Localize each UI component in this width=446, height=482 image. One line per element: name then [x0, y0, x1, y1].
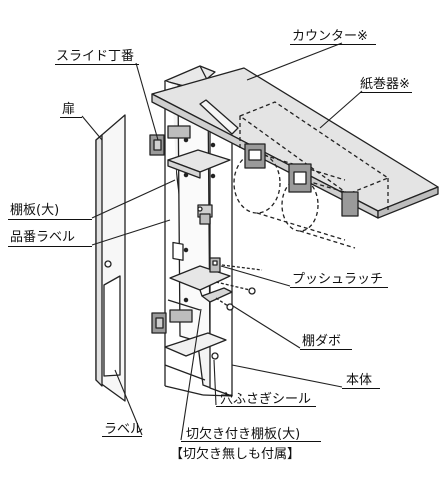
push-latch-underline [290, 287, 388, 288]
leader-lines [81, 42, 363, 441]
door-label: 扉 [62, 102, 76, 117]
part-number-label-label: 品番ラベル [10, 230, 76, 245]
shelf-large-drawing [167, 149, 231, 179]
hole-cover-seal-label: 穴ふさぎシール [220, 392, 312, 407]
notched-shelf-underline [181, 441, 321, 442]
part-number-label-underline [8, 246, 92, 247]
main-body-underline [342, 388, 380, 389]
shelf-large-underline [8, 219, 92, 220]
counter-underline [290, 44, 376, 45]
part-number-label-drawing [172, 241, 184, 261]
paper-holder-label: 紙巻器※ [360, 77, 410, 92]
slide-hinge-label: スライド丁番 [56, 49, 135, 64]
shelf-dowel-underline [300, 349, 352, 350]
shelf-dowel-drawing [215, 281, 256, 311]
paper-holder-drawing [233, 101, 389, 249]
push-latch-label: プッシュラッチ [292, 272, 384, 287]
push-latch-drawing [209, 257, 263, 273]
door-drawing [95, 114, 193, 402]
label-underline [102, 436, 142, 437]
main-body-label: 本体 [346, 373, 373, 388]
notched-shelf-label: 切欠き付き棚板(大) [186, 427, 301, 442]
door-underline [60, 117, 82, 118]
counter-label: カウンター※ [292, 29, 368, 44]
paper-holder-underline [360, 92, 412, 93]
shelf-dowel-label: 棚ダボ [302, 334, 342, 349]
hole-cover-seal-underline [216, 406, 316, 407]
hinge-mount-drawing [197, 204, 213, 225]
notched-note-label: 【切欠き無しも付属】 [170, 447, 301, 462]
label-label: ラベル [104, 422, 144, 437]
slide-hinge-underline [55, 64, 139, 65]
shelf-large-label: 棚板(大) [10, 203, 60, 218]
